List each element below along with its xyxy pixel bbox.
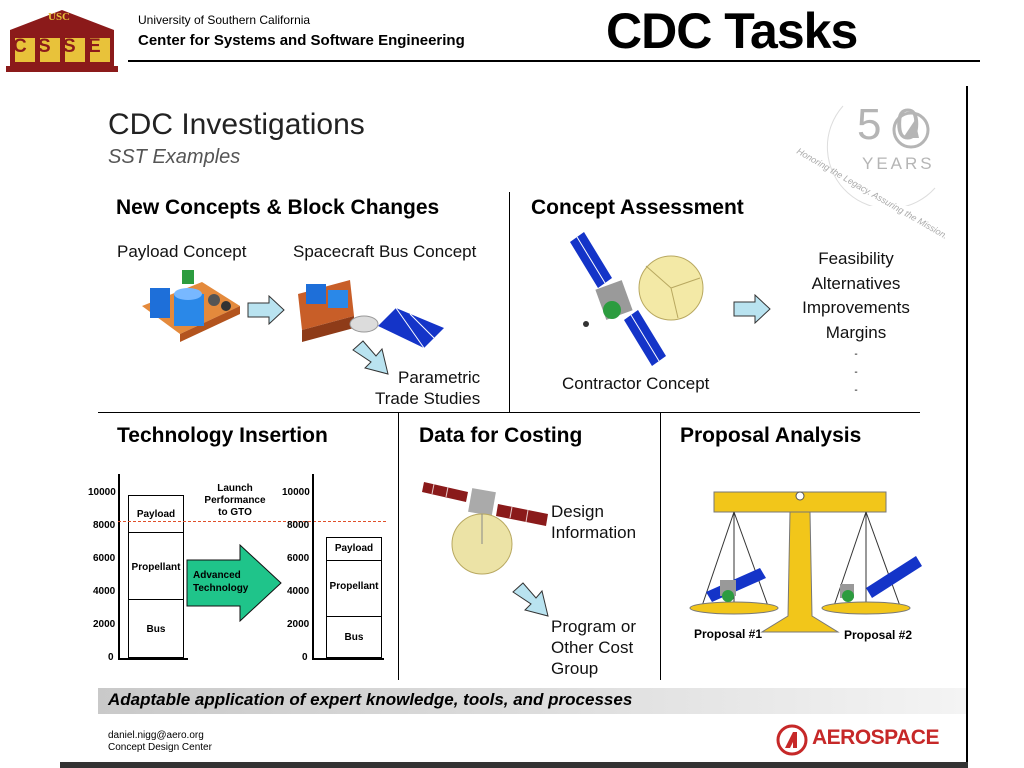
bottom-banner-text: Adaptable application of expert knowledg… (108, 690, 633, 709)
header-rule (128, 60, 980, 62)
right-tick-8000: 8000 (287, 520, 310, 531)
anniversary-years: YEARS (862, 154, 935, 173)
divider-vertical-bottom-1 (398, 412, 399, 680)
cost-group-line3: Group (551, 659, 599, 678)
aerospace-brand: AEROSPACE (812, 726, 939, 749)
left-payload-label: Payload (136, 509, 176, 520)
assessment-item-dash-2: - (854, 367, 858, 378)
contractor-concept-label: Contractor Concept (562, 374, 710, 393)
aerospace-logo-icon (776, 724, 808, 756)
logo-usc-label: USC (48, 11, 71, 23)
left-bus-label: Bus (146, 624, 166, 635)
left-propellant-label: Propellant (131, 562, 181, 573)
arrow-label-line2: Technology (193, 583, 249, 594)
right-stack-bus (326, 617, 382, 658)
cost-group-line2: Other Cost (551, 638, 634, 657)
left-tick-0: 0 (108, 652, 114, 663)
parametric-label-line2: Trade Studies (375, 389, 481, 408)
assessment-item-feasibility: Feasibility (818, 249, 894, 268)
left-chart-baseline (118, 658, 188, 660)
assessment-item-improvements: Improvements (802, 298, 910, 317)
left-tick-6000: 6000 (93, 553, 116, 564)
arrow-right-icon (247, 294, 285, 326)
assessment-item-dash-3: - (854, 385, 858, 396)
design-info-line1: Design (551, 502, 604, 521)
right-payload-label: Payload (334, 543, 374, 554)
section-new-concepts-heading: New Concepts & Block Changes (116, 196, 440, 219)
right-tick-4000: 4000 (287, 586, 310, 597)
bottom-banner (98, 688, 966, 714)
right-tick-10000: 10000 (282, 487, 310, 498)
divider-vertical-top (509, 192, 510, 412)
advanced-technology-arrow (186, 543, 282, 623)
arrow-label-line1: Advanced (193, 570, 241, 581)
frame-right-border (966, 86, 968, 768)
right-tick-6000: 6000 (287, 553, 310, 564)
launch-label-line2: Performance (204, 495, 266, 506)
launch-label-line3: to GTO (218, 507, 252, 518)
contact-org: Concept Design Center (108, 742, 212, 753)
arrow-down-right-icon (512, 582, 552, 618)
left-stack-propellant (128, 533, 184, 600)
assessment-item-alternatives: Alternatives (811, 274, 901, 293)
divider-vertical-bottom-2 (660, 412, 661, 680)
anniversary-logo (815, 96, 955, 210)
right-tick-2000: 2000 (287, 619, 310, 630)
bus-concept-image (292, 272, 444, 364)
parametric-label-line1: Parametric (398, 368, 481, 387)
contact-email: daniel.nigg@aero.org (108, 730, 204, 741)
left-tick-8000: 8000 (93, 520, 116, 531)
csse-logo (6, 8, 118, 76)
left-stack-bus (128, 600, 184, 658)
right-chart-axis (312, 474, 314, 660)
divider-horizontal-mid (98, 412, 920, 413)
right-stack-propellant (326, 561, 382, 617)
right-stack-payload (326, 537, 382, 561)
launch-label-line1: Launch (217, 483, 253, 494)
design-info-line2: Information (551, 523, 637, 542)
logo-letter-2: S (38, 36, 51, 57)
frame-bottom-border (60, 762, 968, 768)
assessment-item-dash-1: - (854, 349, 858, 360)
left-tick-10000: 10000 (88, 487, 116, 498)
arrow-right-icon (733, 293, 771, 325)
center-name: Center for Systems and Software Engineer… (138, 32, 465, 49)
logo-letter-1: C (13, 36, 27, 57)
right-tick-0: 0 (302, 652, 308, 663)
section-tech-insertion-heading: Technology Insertion (117, 424, 328, 447)
anniversary-number: 50 (857, 100, 934, 149)
logo-letter-3: S (63, 36, 76, 57)
left-chart-axis (118, 474, 120, 660)
right-bus-label: Bus (344, 632, 364, 643)
launch-performance-line (118, 521, 386, 522)
cost-group-line1: Program or (551, 617, 637, 636)
university-name: University of Southern California (138, 13, 311, 27)
proposal-2-label: Proposal #2 (844, 628, 913, 642)
payload-concept-label: Payload Concept (117, 242, 247, 261)
left-stack-payload (128, 495, 184, 533)
slide-subtitle: SST Examples (108, 146, 241, 168)
section-concept-assessment-heading: Concept Assessment (531, 196, 744, 219)
logo-letter-4: E (88, 36, 101, 57)
arrow-down-right-icon (352, 340, 392, 376)
section-proposal-heading: Proposal Analysis (680, 424, 862, 447)
slide-title: CDC Investigations (108, 108, 365, 141)
right-propellant-label: Propellant (329, 581, 379, 592)
right-chart-baseline (312, 658, 384, 660)
section-costing-heading: Data for Costing (419, 424, 583, 447)
bus-concept-label: Spacecraft Bus Concept (293, 242, 477, 261)
left-tick-4000: 4000 (93, 586, 116, 597)
proposal-1-label: Proposal #1 (694, 627, 763, 641)
payload-concept-image (136, 268, 244, 346)
costing-satellite-image (420, 478, 552, 578)
assessment-item-margins: Margins (825, 323, 887, 342)
contractor-satellite-image (566, 228, 716, 372)
page-title: CDC Tasks (606, 3, 858, 59)
left-tick-2000: 2000 (93, 619, 116, 630)
balance-scale-image (680, 484, 960, 660)
